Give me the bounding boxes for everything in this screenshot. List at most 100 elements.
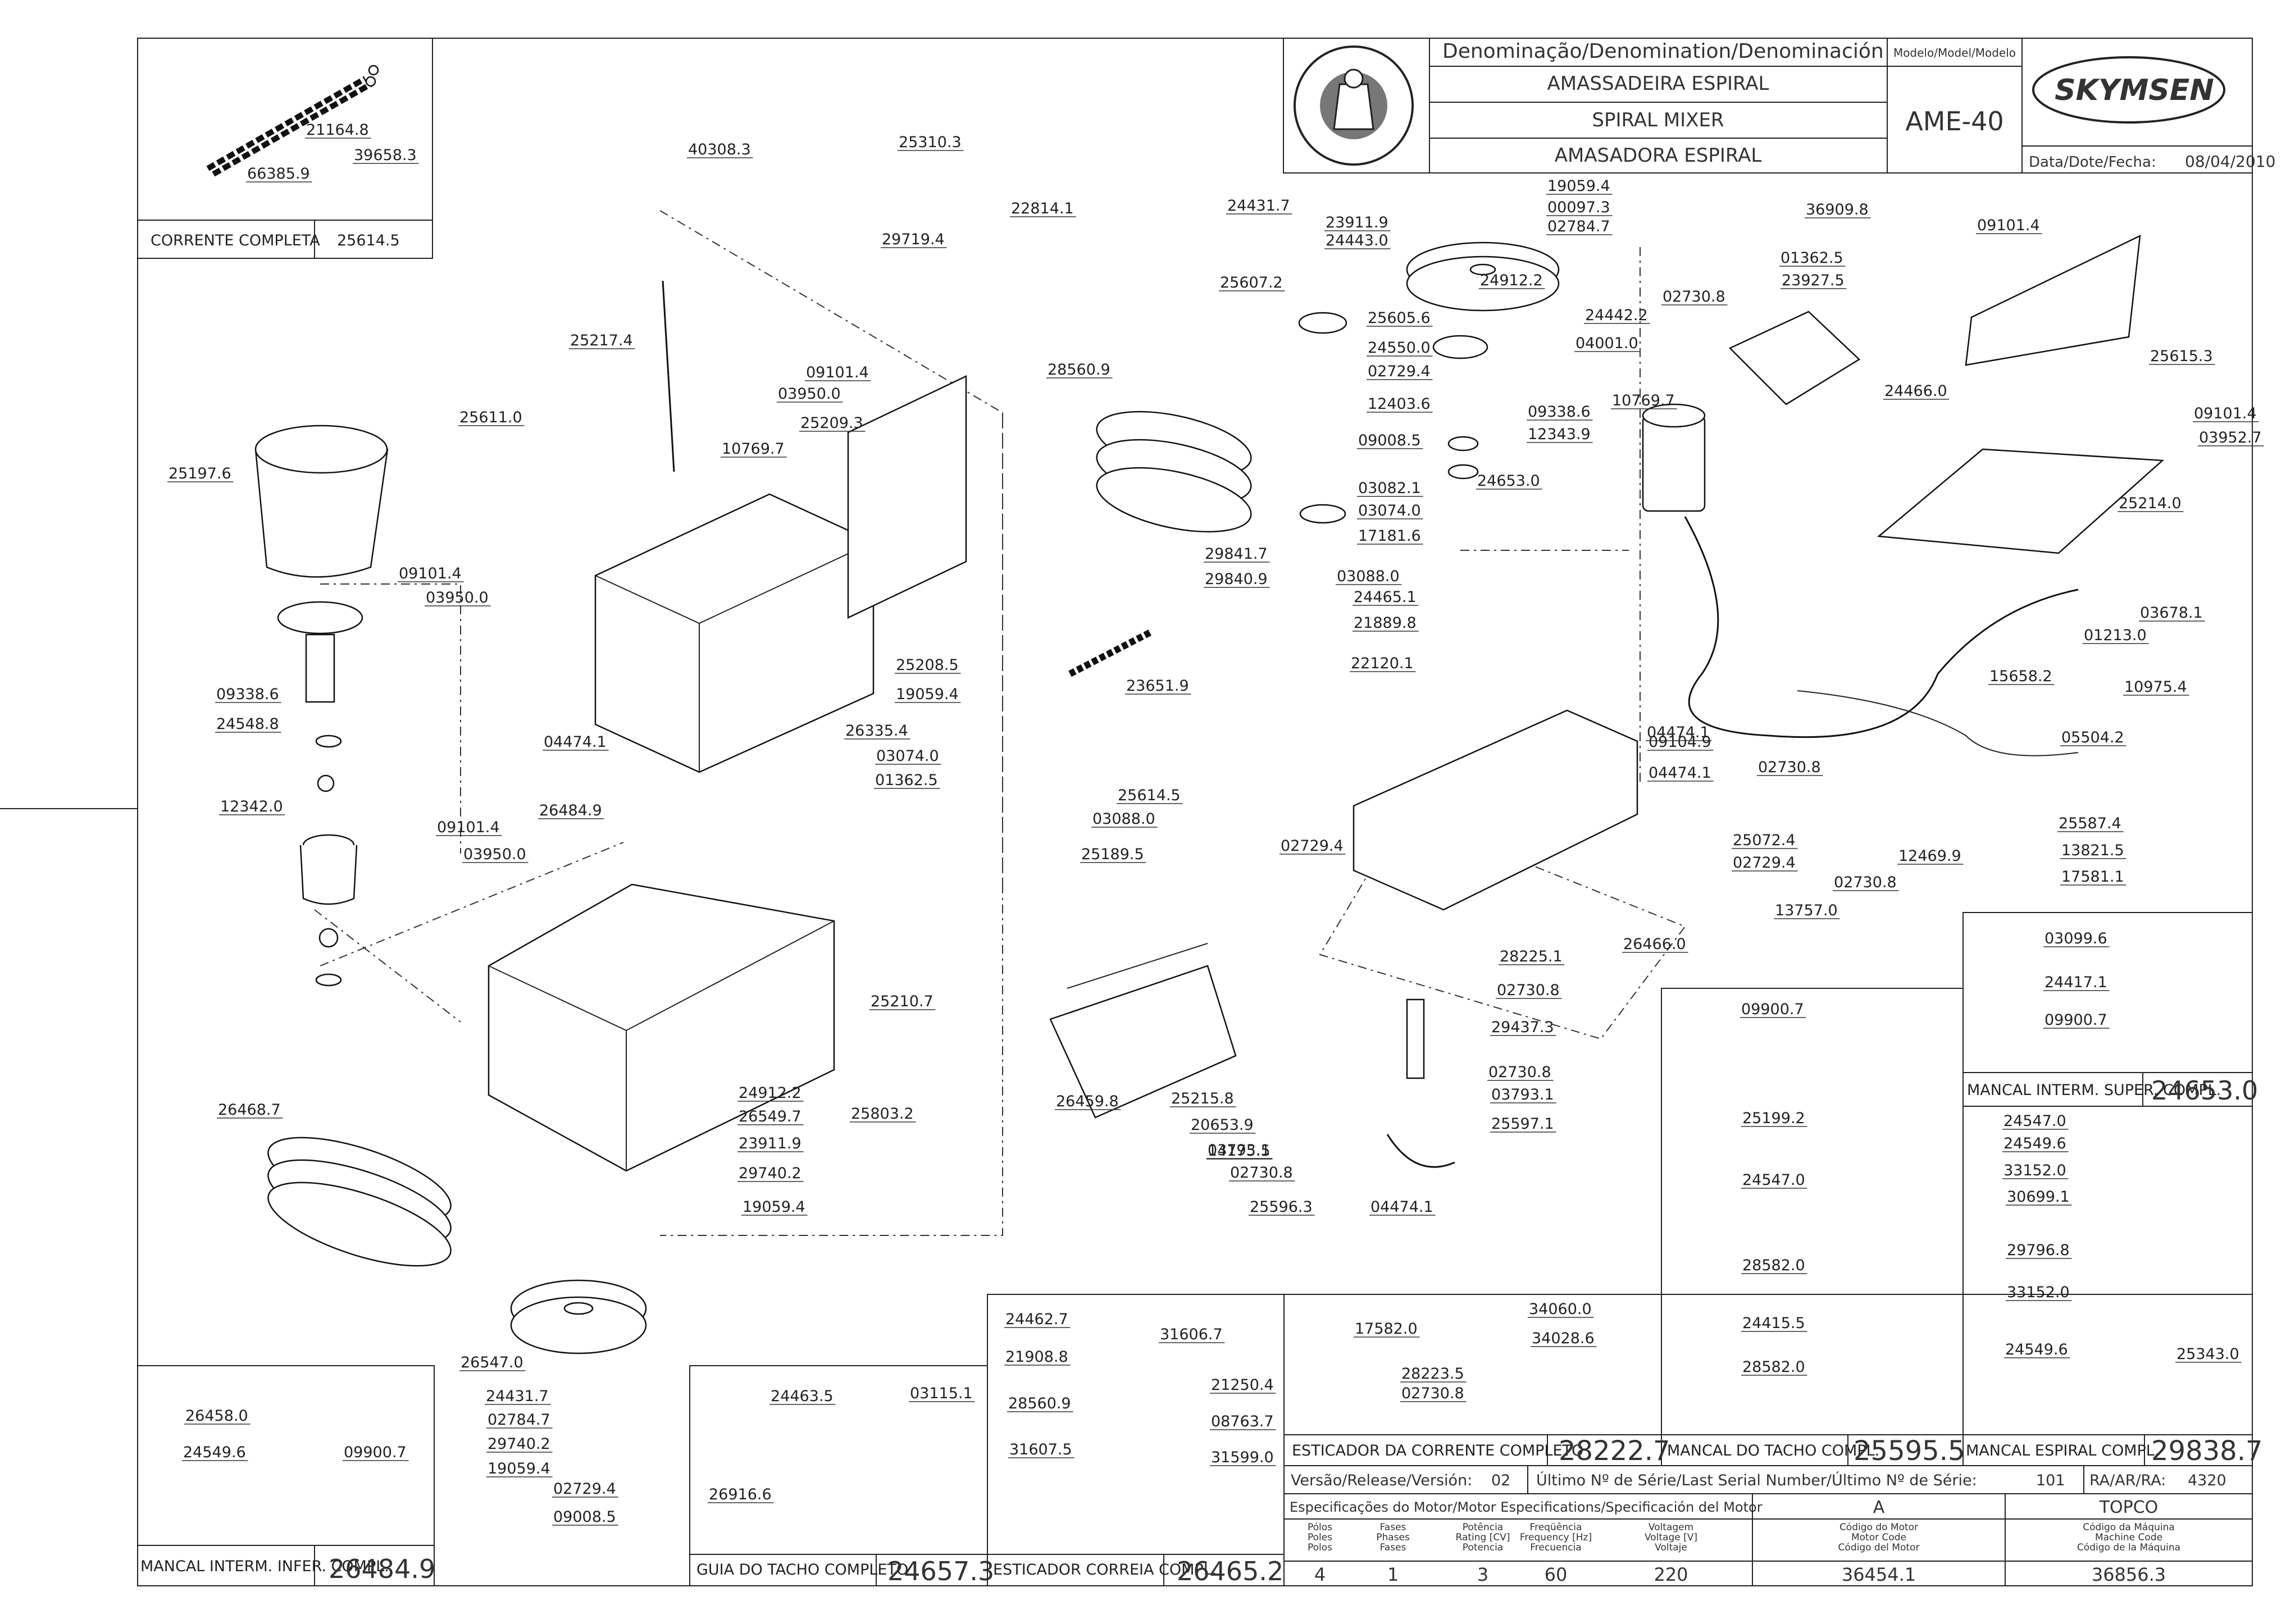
part-callout-label: 26916.6 xyxy=(709,1486,772,1503)
subassembly-label-bowl-guide: GUIA DO TACHO COMPLETO xyxy=(696,1561,908,1579)
subassembly-label-bowl-bearing: MANCAL DO TACHO COMPL. xyxy=(1667,1442,1879,1459)
title-block: Denominação/Denomination/Denominación AM… xyxy=(1283,38,2275,174)
part-callout-label: 28225.1 xyxy=(1500,948,1563,965)
motor-header-cell: Pólos xyxy=(1308,1522,1332,1533)
bottom-left-boxes: MANCAL INTERM. INFER. COMPL. 26484.9 GUI… xyxy=(137,1294,1285,1586)
part-callout-label: 09101.4 xyxy=(806,364,869,381)
part-callout-label: 09008.5 xyxy=(553,1508,616,1526)
part-callout-label: 24465.1 xyxy=(1354,589,1417,606)
subassembly-code-belt-tensioner: 26465.2 xyxy=(1177,1556,1283,1586)
motor-header-cell: Código del Motor xyxy=(1838,1542,1920,1553)
part-callout-label: 02784.7 xyxy=(1547,218,1610,235)
part-callout-label: 25611.0 xyxy=(459,409,522,426)
motor-header-cell: Voltaje xyxy=(1655,1542,1687,1553)
motor-header-cell: Potencia xyxy=(1463,1542,1503,1553)
part-callout-label: 29437.3 xyxy=(1491,1019,1554,1036)
motor-header-cell: Freqüência xyxy=(1530,1522,1582,1533)
subassembly-code-upper-bearing: 24653.0 xyxy=(2151,1075,2258,1106)
part-callout-label: 03793.1 xyxy=(1208,1142,1271,1159)
motor-value-cell: 36454.1 xyxy=(1842,1564,1916,1585)
part-callout-label: 23911.9 xyxy=(1326,214,1388,231)
subassembly-code-chain: 25614.5 xyxy=(337,232,400,249)
part-callout-label: 03088.0 xyxy=(1092,810,1155,828)
part-callout-label: 25596.3 xyxy=(1250,1198,1313,1216)
part-callout-label: 09900.7 xyxy=(2044,1011,2107,1029)
part-callout-label: 30699.1 xyxy=(2007,1188,2070,1206)
part-callout-label: 13757.0 xyxy=(1775,902,1838,919)
name-es: AMASADORA ESPIRAL xyxy=(1555,144,1762,167)
part-callout-label: 26335.4 xyxy=(845,722,908,740)
name-en: SPIRAL MIXER xyxy=(1592,109,1724,131)
part-callout-label: 33152.0 xyxy=(2003,1162,2066,1179)
part-callout-label: 21908.8 xyxy=(1005,1348,1068,1366)
part-callout-label: 34060.0 xyxy=(1529,1301,1592,1318)
subassembly-code-bowl-bearing: 25595.5 xyxy=(1854,1435,1965,1467)
part-callout-label: 12342.0 xyxy=(220,798,283,815)
part-callout-label: 01362.5 xyxy=(875,772,938,789)
part-callout-label: 21889.8 xyxy=(1354,614,1417,632)
part-callout-label: 24912.2 xyxy=(739,1084,802,1102)
part-callout-label: 03950.0 xyxy=(463,846,526,863)
part-callout-label: 28560.9 xyxy=(1008,1395,1071,1412)
part-callout-label: 25217.4 xyxy=(570,332,633,349)
part-callout-label: 09101.4 xyxy=(2194,405,2257,422)
part-callout-label: 02730.8 xyxy=(1401,1385,1464,1402)
part-callout-label: 14175.5 xyxy=(1208,1142,1271,1160)
part-callout-label: 25215.8 xyxy=(1171,1090,1234,1107)
part-callout-label: 25072.4 xyxy=(1733,832,1796,849)
part-callout-label: 02729.4 xyxy=(1281,837,1344,855)
model-header: Modelo/Model/Modelo xyxy=(1893,46,2016,60)
chain-box: CORRENTE COMPLETA 25614.5 xyxy=(137,38,433,259)
part-callout-label: 25343.0 xyxy=(2176,1345,2239,1363)
part-callout-label: 36909.8 xyxy=(1806,201,1869,218)
part-callout-label: 26458.0 xyxy=(185,1407,248,1425)
motor-header-cell: Código de la Máquina xyxy=(2077,1542,2180,1553)
part-callout-label: 26459.8 xyxy=(1056,1093,1119,1110)
motor-value-cell: 3 xyxy=(1477,1564,1488,1585)
part-callout-label: 19059.4 xyxy=(743,1198,805,1216)
part-callout-label: 26549.7 xyxy=(739,1108,802,1125)
serial-label: Último Nº de Série/Last Serial Number/Úl… xyxy=(1536,1471,1977,1489)
date-label: Data/Dote/Fecha: xyxy=(2029,154,2156,171)
part-callout-label: 03099.6 xyxy=(2044,930,2107,947)
part-callout-label: 24653.0 xyxy=(1477,472,1540,490)
part-callout-label: 03088.0 xyxy=(1337,568,1400,585)
motor-value-cell: 60 xyxy=(1545,1564,1568,1585)
part-callout-label: 24466.0 xyxy=(1884,382,1947,400)
part-callout-label: 31607.5 xyxy=(1009,1441,1072,1458)
part-callout-label: 39658.3 xyxy=(354,147,417,164)
motor-spec-headers: PólosPolesPolosFasesPhasesFasesPotênciaR… xyxy=(1308,1522,2180,1553)
part-callout-label: 10769.7 xyxy=(722,440,785,458)
motor-header-cell: Polos xyxy=(1308,1542,1332,1553)
subassembly-code-spiral-bearing: 29838.7 xyxy=(2151,1435,2263,1467)
part-callout-label: 04474.1 xyxy=(1647,724,1710,741)
part-callout-label: 02730.8 xyxy=(1230,1164,1293,1181)
part-callout-label: 24431.7 xyxy=(1227,197,1290,215)
part-callout-label: 28582.0 xyxy=(1742,1358,1805,1376)
specs-table: ESTICADOR DA CORRENTE COMPLETO 28222.7 M… xyxy=(1283,988,2263,1586)
part-callout-label: 25803.2 xyxy=(851,1105,914,1123)
part-callout-label: 09900.7 xyxy=(344,1444,407,1461)
part-callout-label: 02729.4 xyxy=(553,1480,616,1498)
part-callout-label: 03115.1 xyxy=(910,1385,973,1402)
part-callout-label: 09900.7 xyxy=(1741,1001,1804,1018)
part-callout-label: 22814.1 xyxy=(1011,200,1074,217)
part-callout-label: 05504.2 xyxy=(2061,729,2124,746)
part-callout-label: 02729.4 xyxy=(1368,363,1431,380)
ra-label: RA/AR/RA: xyxy=(2089,1472,2166,1489)
part-callout-label: 24549.6 xyxy=(183,1444,246,1461)
part-callout-label: 25615.3 xyxy=(2150,348,2213,365)
part-callout-label: 02730.8 xyxy=(1497,982,1560,999)
motor-value-cell: 1 xyxy=(1387,1564,1399,1585)
part-callout-label: 25199.2 xyxy=(1742,1110,1805,1127)
subassembly-label-upper-bearing: MANCAL INTERM. SUPER. COMPL. xyxy=(1967,1082,2221,1099)
part-callout-label: 03950.0 xyxy=(426,589,489,606)
part-callout-label: 25605.6 xyxy=(1368,309,1431,327)
part-callout-label: 24912.2 xyxy=(1480,272,1543,289)
part-callout-label: 02730.8 xyxy=(1758,759,1821,776)
part-callout-label: 09104.9 xyxy=(1649,733,1711,751)
motor-value-cell: 36856.3 xyxy=(2092,1564,2166,1585)
part-callout-label: 23927.5 xyxy=(1782,272,1845,289)
part-callout-label: 25208.5 xyxy=(896,656,959,674)
